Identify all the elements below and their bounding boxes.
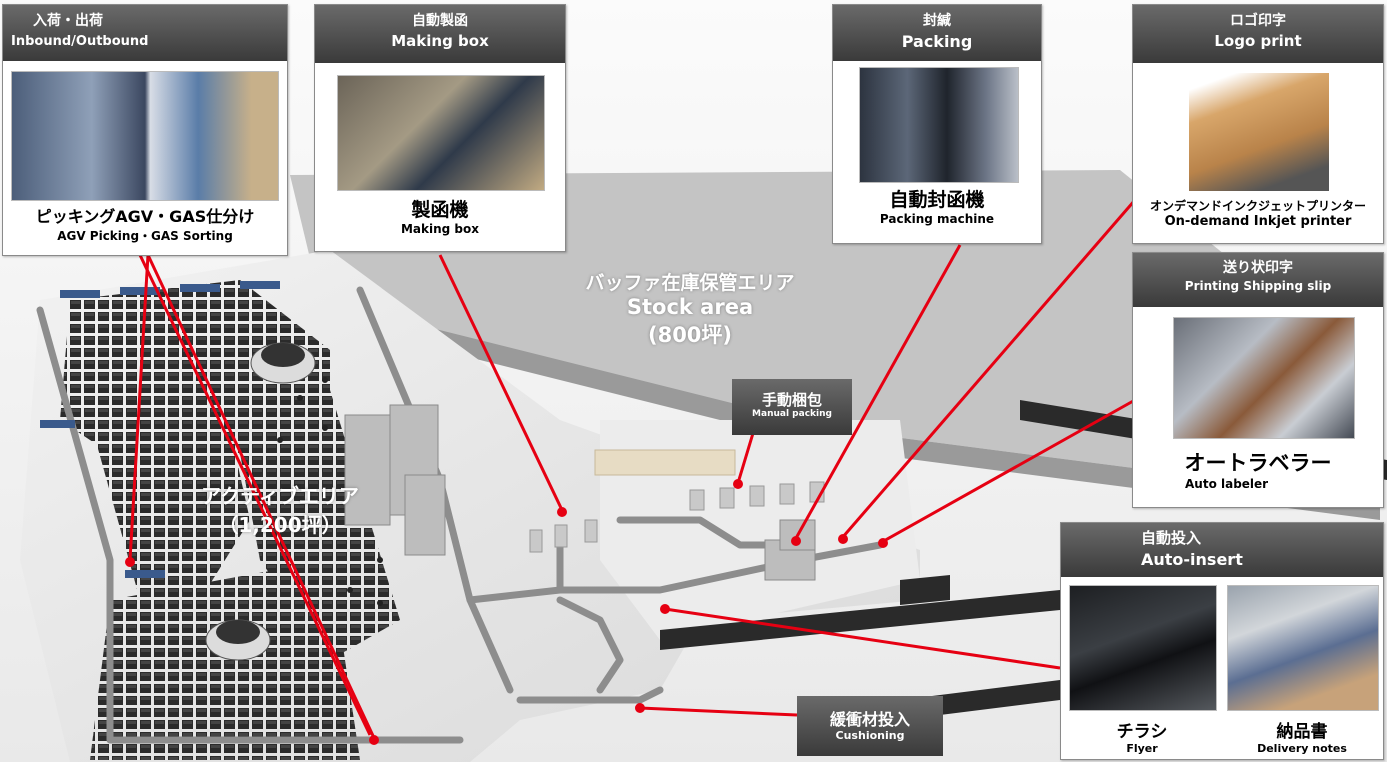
logo-print-caption-en: On-demand Inkjet printer <box>1164 214 1352 229</box>
packing-title-jp: 封緘 <box>923 13 951 29</box>
active-area-jp: アクティブエリア <box>201 484 359 508</box>
packing-machine-photo <box>859 67 1019 183</box>
making-box-title-jp: 自動製函 <box>412 13 468 29</box>
shipping-slip-caption-jp: オートラベラー <box>1184 451 1332 475</box>
connector-dot <box>733 479 743 489</box>
auto-insert-title-en: Auto-insert <box>1141 550 1243 570</box>
auto-labeler-photo <box>1173 317 1355 439</box>
inkjet-printer-photo <box>1189 73 1329 191</box>
making-box-photo <box>337 75 545 191</box>
delivery-notes-caption: 納品書 Delivery notes <box>1227 717 1377 755</box>
connector-dot <box>369 735 379 745</box>
shipping-slip-title-jp: 送り状印字 <box>1223 260 1293 276</box>
logo-print-caption-jp: オンデマンドインクジェットプリンター <box>1149 199 1366 213</box>
flyer-caption-en: Flyer <box>1126 742 1158 755</box>
delivery-notes-insert-photo <box>1227 585 1379 711</box>
packing-title-en: Packing <box>901 32 973 52</box>
connector-dot <box>557 507 567 517</box>
inbound-outbound-header: 入荷・出荷 Inbound/Outbound <box>3 5 287 61</box>
connector-dot <box>838 534 848 544</box>
inbound-outbound-title-jp: 入荷・出荷 <box>33 13 103 29</box>
making-box-title-en: Making box <box>391 32 489 51</box>
agv-picking-photo <box>11 71 279 201</box>
making-box-header: 自動製函 Making box <box>315 5 565 63</box>
agv-robot-upper <box>250 342 316 384</box>
logo-print-title-jp: ロゴ印字 <box>1230 13 1286 29</box>
stock-area-jp: バッファ在庫保管エリア <box>585 272 795 294</box>
making-box-caption-en: Making box <box>400 222 480 236</box>
inbound-outbound-caption-jp: ピッキングAGV・GAS仕分け <box>35 207 255 226</box>
manual-packing-tag: 手動梱包 Manual packing <box>732 379 852 435</box>
making-box-caption-jp: 製函機 <box>411 199 469 221</box>
connector-dot <box>660 604 670 614</box>
cushioning-tag-jp: 緩衝材投入 <box>829 710 910 729</box>
shipping-slip-caption: オートラベラー Auto labeler <box>1133 447 1383 491</box>
making-box-caption: 製函機 Making box <box>315 195 565 236</box>
stock-area-en: Stock area <box>626 295 754 319</box>
delivery-notes-caption-en: Delivery notes <box>1257 742 1347 755</box>
making-box-card: 自動製函 Making box 製函機 Making box <box>314 4 566 252</box>
cushioning-tag: 緩衝材投入 Cushioning <box>797 696 943 756</box>
auto-insert-card: 自動投入 Auto-insert チラシ Flyer 納品書 Delivery … <box>1060 522 1384 760</box>
manual-packing-tag-en: Manual packing <box>752 409 832 419</box>
agv-robot-lower <box>205 619 271 661</box>
rack-block-left <box>90 295 250 600</box>
shipping-slip-title-en: Printing Shipping slip <box>1184 279 1332 294</box>
active-area-size: （1,200坪） <box>218 513 342 537</box>
connector-dot <box>635 703 645 713</box>
inbound-outbound-caption-en: AGV Picking・GAS Sorting <box>57 229 233 243</box>
inbound-outbound-caption: ピッキングAGV・GAS仕分け AGV Picking・GAS Sorting <box>3 203 287 244</box>
logo-print-title-en: Logo print <box>1214 32 1302 51</box>
inbound-outbound-card: 入荷・出荷 Inbound/Outbound ピッキングAGV・GAS仕分け A… <box>2 4 288 256</box>
delivery-notes-caption-jp: 納品書 <box>1276 722 1328 742</box>
flyer-caption-jp: チラシ <box>1116 722 1168 742</box>
inbound-outbound-title-en: Inbound/Outbound <box>11 34 149 50</box>
auto-insert-header: 自動投入 Auto-insert <box>1061 523 1383 577</box>
logo-print-header: ロゴ印字 Logo print <box>1133 5 1383 63</box>
stock-area-label: バッファ在庫保管エリア Stock area (800坪) <box>580 268 800 349</box>
manual-packing-tag-jp: 手動梱包 <box>761 391 822 409</box>
shipping-slip-header: 送り状印字 Printing Shipping slip <box>1133 253 1383 307</box>
rack-block-right <box>230 390 400 660</box>
active-area-label: アクティブエリア （1,200坪） <box>190 480 370 538</box>
auto-insert-title-jp: 自動投入 <box>1141 529 1202 547</box>
connector-dot <box>791 536 801 546</box>
stock-area-size: (800坪) <box>647 323 733 347</box>
cushioning-tag-en: Cushioning <box>835 729 905 743</box>
rack-block-lower <box>90 560 360 760</box>
flyer-caption: チラシ Flyer <box>1069 717 1215 755</box>
logo-print-caption: オンデマンドインクジェットプリンター On-demand Inkjet prin… <box>1133 197 1383 229</box>
shipping-slip-caption-en: Auto labeler <box>1185 477 1269 491</box>
packing-caption-en: Packing machine <box>879 212 995 226</box>
connector-dot <box>125 557 135 567</box>
packing-header: 封緘 Packing <box>833 5 1041 61</box>
logo-print-card: ロゴ印字 Logo print オンデマンドインクジェットプリンター On-de… <box>1132 4 1384 244</box>
packing-caption-jp: 自動封函機 <box>889 189 985 211</box>
connector-dot <box>878 538 888 548</box>
shipping-slip-card: 送り状印字 Printing Shipping slip オートラベラー Aut… <box>1132 252 1384 508</box>
packing-caption: 自動封函機 Packing machine <box>833 185 1041 226</box>
packing-card: 封緘 Packing 自動封函機 Packing machine <box>832 4 1042 244</box>
flyer-insert-photo <box>1069 585 1217 711</box>
